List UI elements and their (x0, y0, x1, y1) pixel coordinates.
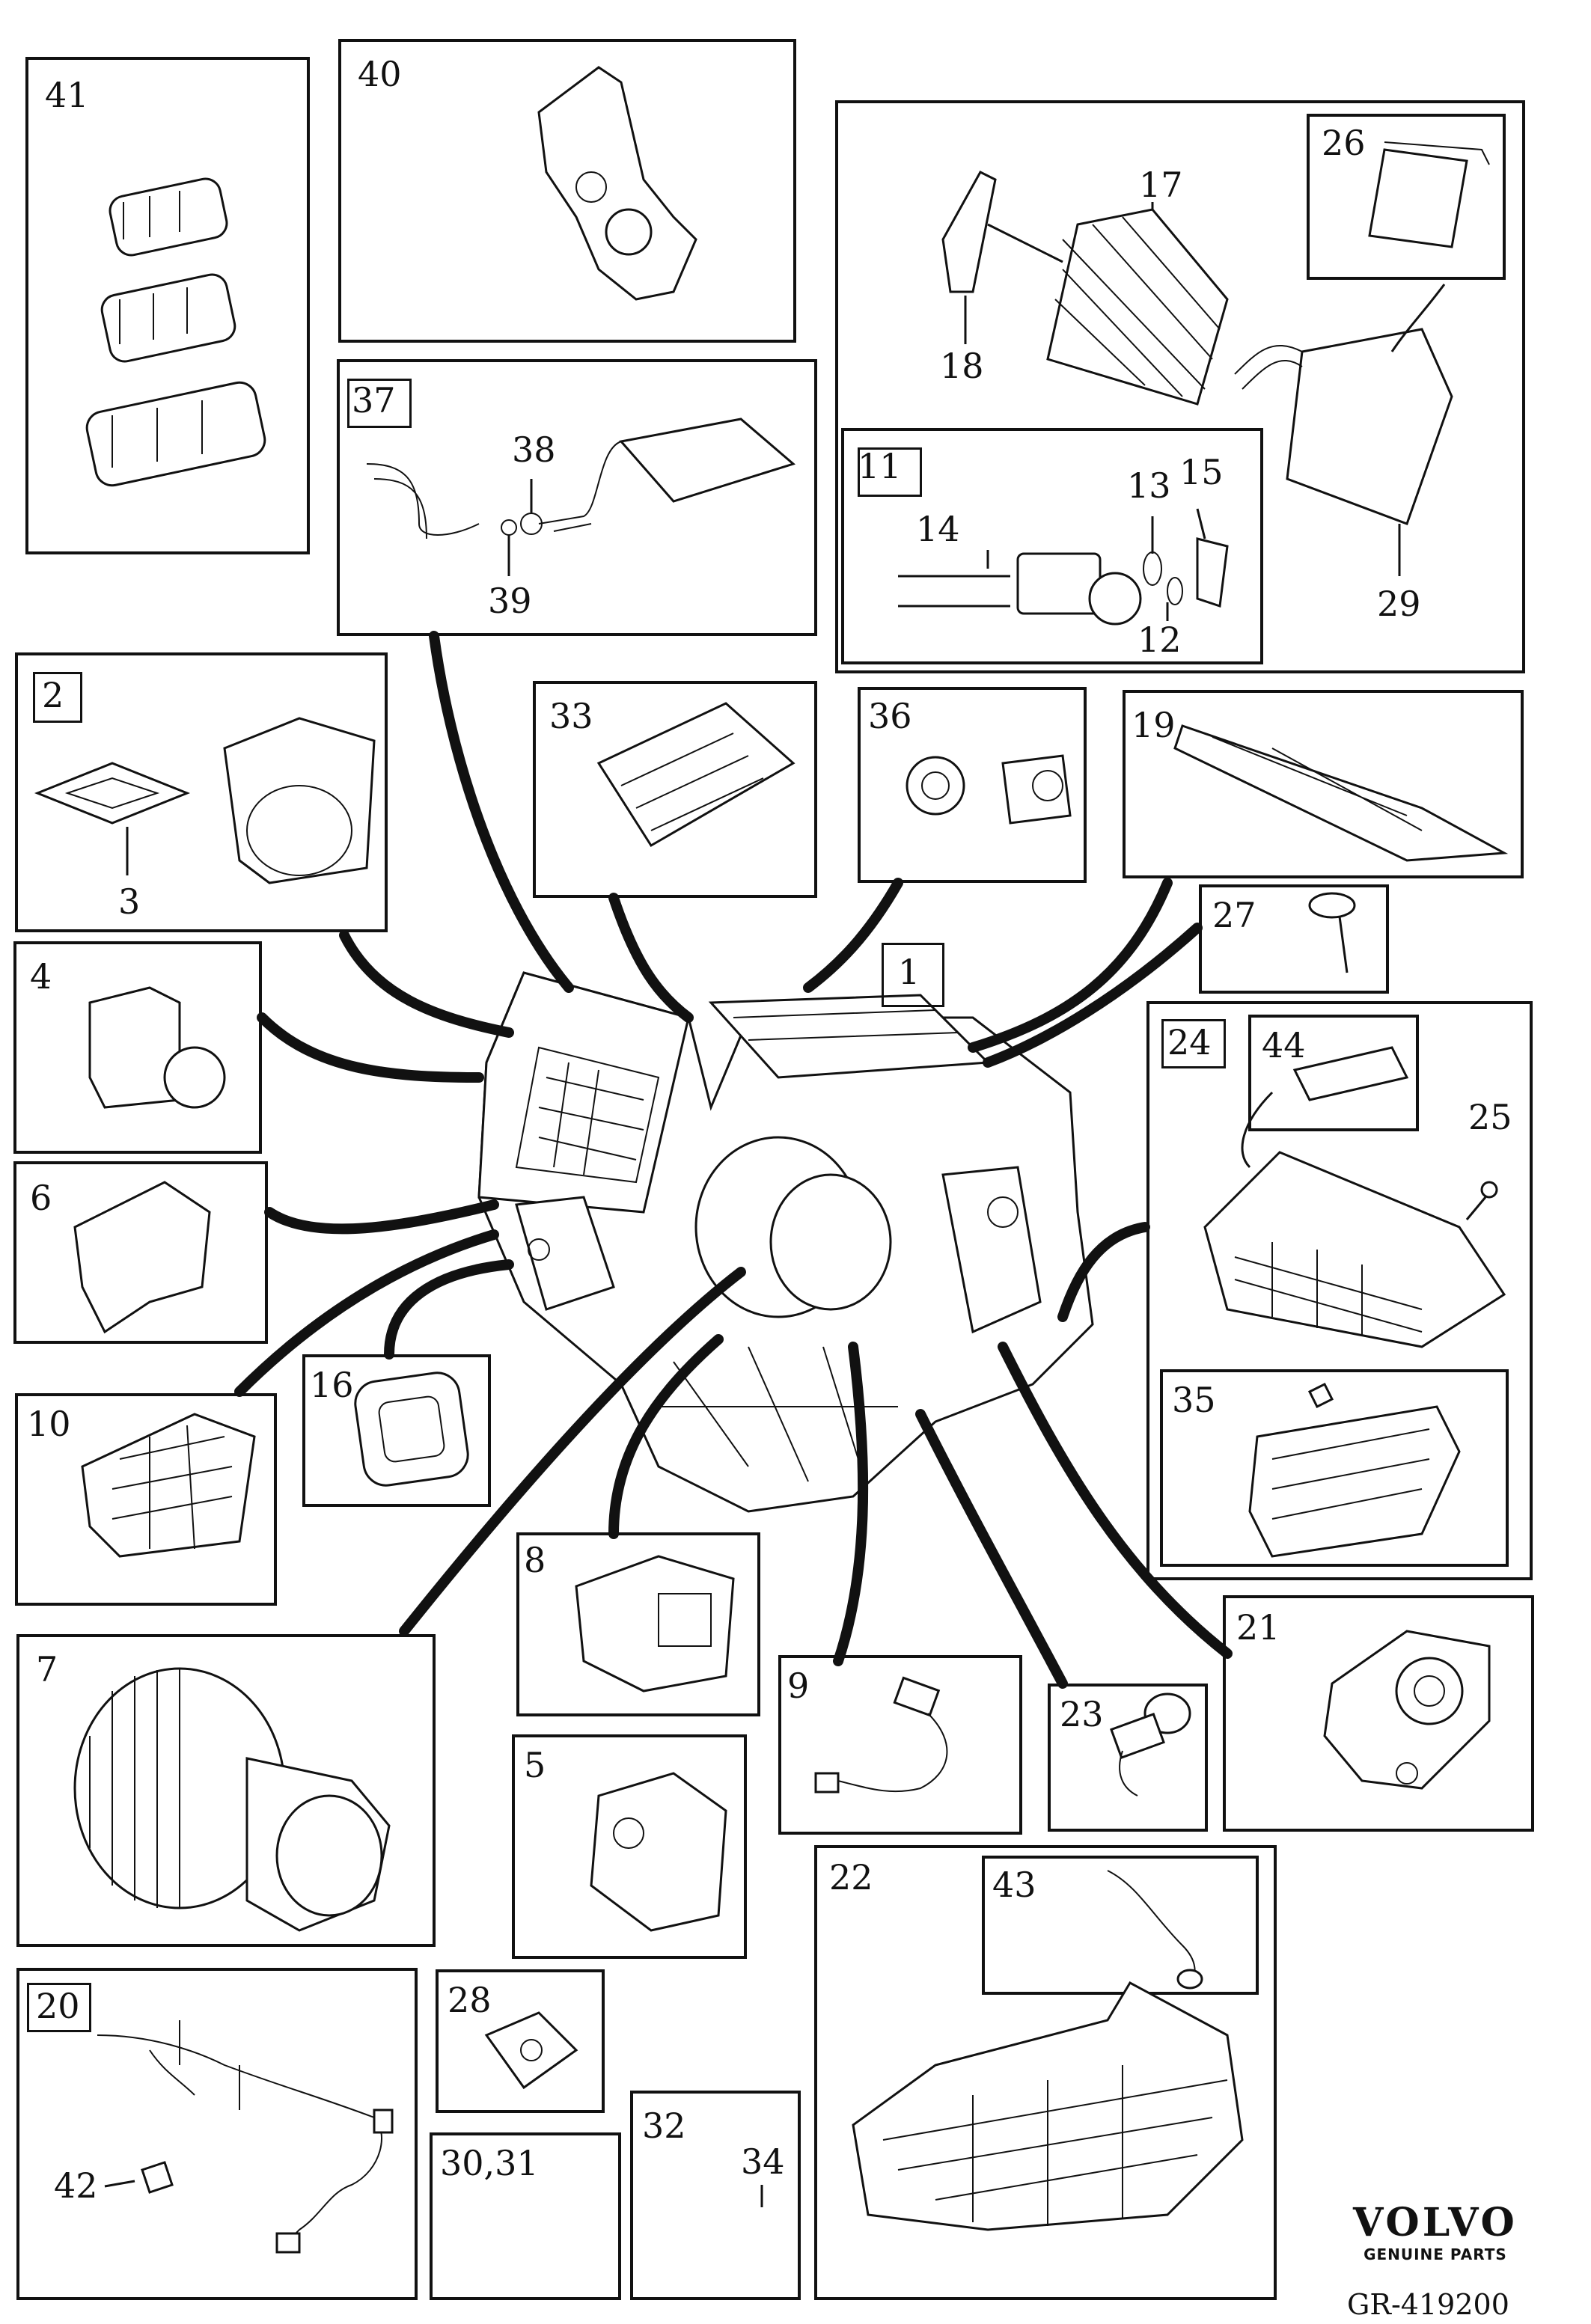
callout-14: 14 (916, 509, 960, 549)
hose-icon (1107, 1870, 1203, 1990)
callout-21: 21 (1236, 1607, 1280, 1648)
grille-icon (81, 1413, 256, 1558)
evaporator-icon (1234, 284, 1453, 576)
brand-name: VOLVO (1353, 2200, 1518, 2245)
nut-clip-icon (484, 2011, 578, 2090)
callout-26: 26 (1322, 123, 1366, 163)
callout-36: 36 (868, 696, 912, 736)
callout-37-box (347, 379, 412, 428)
callout-34: 34 (741, 2141, 785, 2182)
callout-22: 22 (829, 1857, 873, 1898)
seal-frame-icon (1173, 724, 1509, 862)
blower-motor-icon (73, 1667, 391, 1932)
callout-3: 3 (118, 881, 141, 922)
callout-33: 33 (549, 696, 593, 736)
sensor-icon (1308, 892, 1356, 973)
filter-frame-icon (941, 171, 1063, 344)
diagram-code: GR-419200 (1347, 2288, 1509, 2321)
wiring-harness-icon (97, 2020, 394, 2254)
callout-arrows (234, 631, 1233, 1689)
callout-29: 29 (1377, 584, 1421, 624)
callout-43: 43 (992, 1865, 1036, 1905)
callout-24-box (1161, 1019, 1226, 1068)
filter-insert-icon (1368, 141, 1490, 248)
callout-4: 4 (30, 956, 52, 997)
callout-25: 25 (1468, 1097, 1512, 1137)
callout-41: 41 (45, 75, 89, 115)
callout-10: 10 (27, 1404, 71, 1444)
callout-11: 11 (858, 446, 902, 486)
heater-element-icon (1248, 1382, 1461, 1558)
callout-2-box (33, 672, 82, 723)
actuator-5-icon (590, 1772, 727, 1932)
panel-37-heater-core (337, 359, 817, 636)
callout-30-31: 30,31 (440, 2143, 539, 2183)
panel-33-flap (533, 681, 817, 898)
callout-7: 7 (36, 1649, 58, 1690)
callout-23: 23 (1060, 1694, 1104, 1734)
callout-11-box (858, 447, 922, 497)
callout-13: 13 (1127, 465, 1171, 506)
filter-cartridge-icons (85, 177, 266, 487)
panel-30-31 (430, 2132, 621, 2300)
fan-unit-icon (1323, 1630, 1491, 1790)
callout-1-box (882, 943, 944, 1007)
volvo-logo: VOLVO GENUINE PARTS (1353, 2200, 1518, 2263)
cabin-filter-icon (1046, 202, 1229, 406)
callout-28: 28 (448, 1980, 492, 2020)
callout-2: 2 (42, 675, 64, 715)
callout-27: 27 (1212, 895, 1256, 935)
callout-9: 9 (787, 1666, 810, 1706)
panel-20-wiring (16, 1968, 418, 2300)
callout-35: 35 (1172, 1380, 1216, 1420)
actuator-4-icon (88, 986, 226, 1109)
actuator-8-icon (575, 1555, 735, 1692)
callout-5: 5 (524, 1745, 546, 1785)
callout-1: 1 (898, 952, 920, 992)
callout-16: 16 (310, 1365, 354, 1405)
callout-37: 37 (352, 380, 396, 421)
blower-housing-icon (34, 717, 376, 884)
callout-20-box (27, 1983, 91, 2032)
bracket-icon (537, 66, 697, 301)
callout-12: 12 (1137, 620, 1182, 660)
panel-27-sensor (1199, 884, 1389, 994)
expansion-valve-icon (898, 508, 1229, 626)
seal-16-icon (354, 1372, 469, 1487)
flap-icon (596, 702, 796, 848)
callout-39: 39 (488, 581, 532, 621)
harness-9-icon (814, 1676, 948, 1794)
callout-8: 8 (524, 1540, 546, 1580)
callout-15: 15 (1179, 452, 1224, 492)
callout-38: 38 (512, 429, 556, 470)
panel-32-34 (630, 2091, 801, 2300)
callout-17: 17 (1139, 165, 1183, 205)
callout-42: 42 (54, 2165, 98, 2206)
callout-19: 19 (1132, 705, 1176, 745)
callout-6: 6 (30, 1178, 52, 1218)
callout-24: 24 (1167, 1022, 1212, 1062)
callout-18: 18 (940, 346, 984, 386)
callout-40: 40 (358, 54, 402, 94)
panel-11-expansion-valve (841, 428, 1263, 664)
heater-core-icon (366, 418, 796, 576)
gear-icon (906, 754, 1072, 825)
duct-icon (73, 1181, 211, 1334)
callout-32: 32 (642, 2106, 686, 2146)
callout-44: 44 (1262, 1025, 1306, 1065)
brand-tagline: GENUINE PARTS (1364, 2245, 1507, 2263)
sensor-23-icon (1110, 1692, 1191, 1796)
lower-housing-icon (852, 1981, 1244, 2231)
housing-24-icon (1203, 1046, 1506, 1348)
callout-20: 20 (36, 1986, 80, 2026)
